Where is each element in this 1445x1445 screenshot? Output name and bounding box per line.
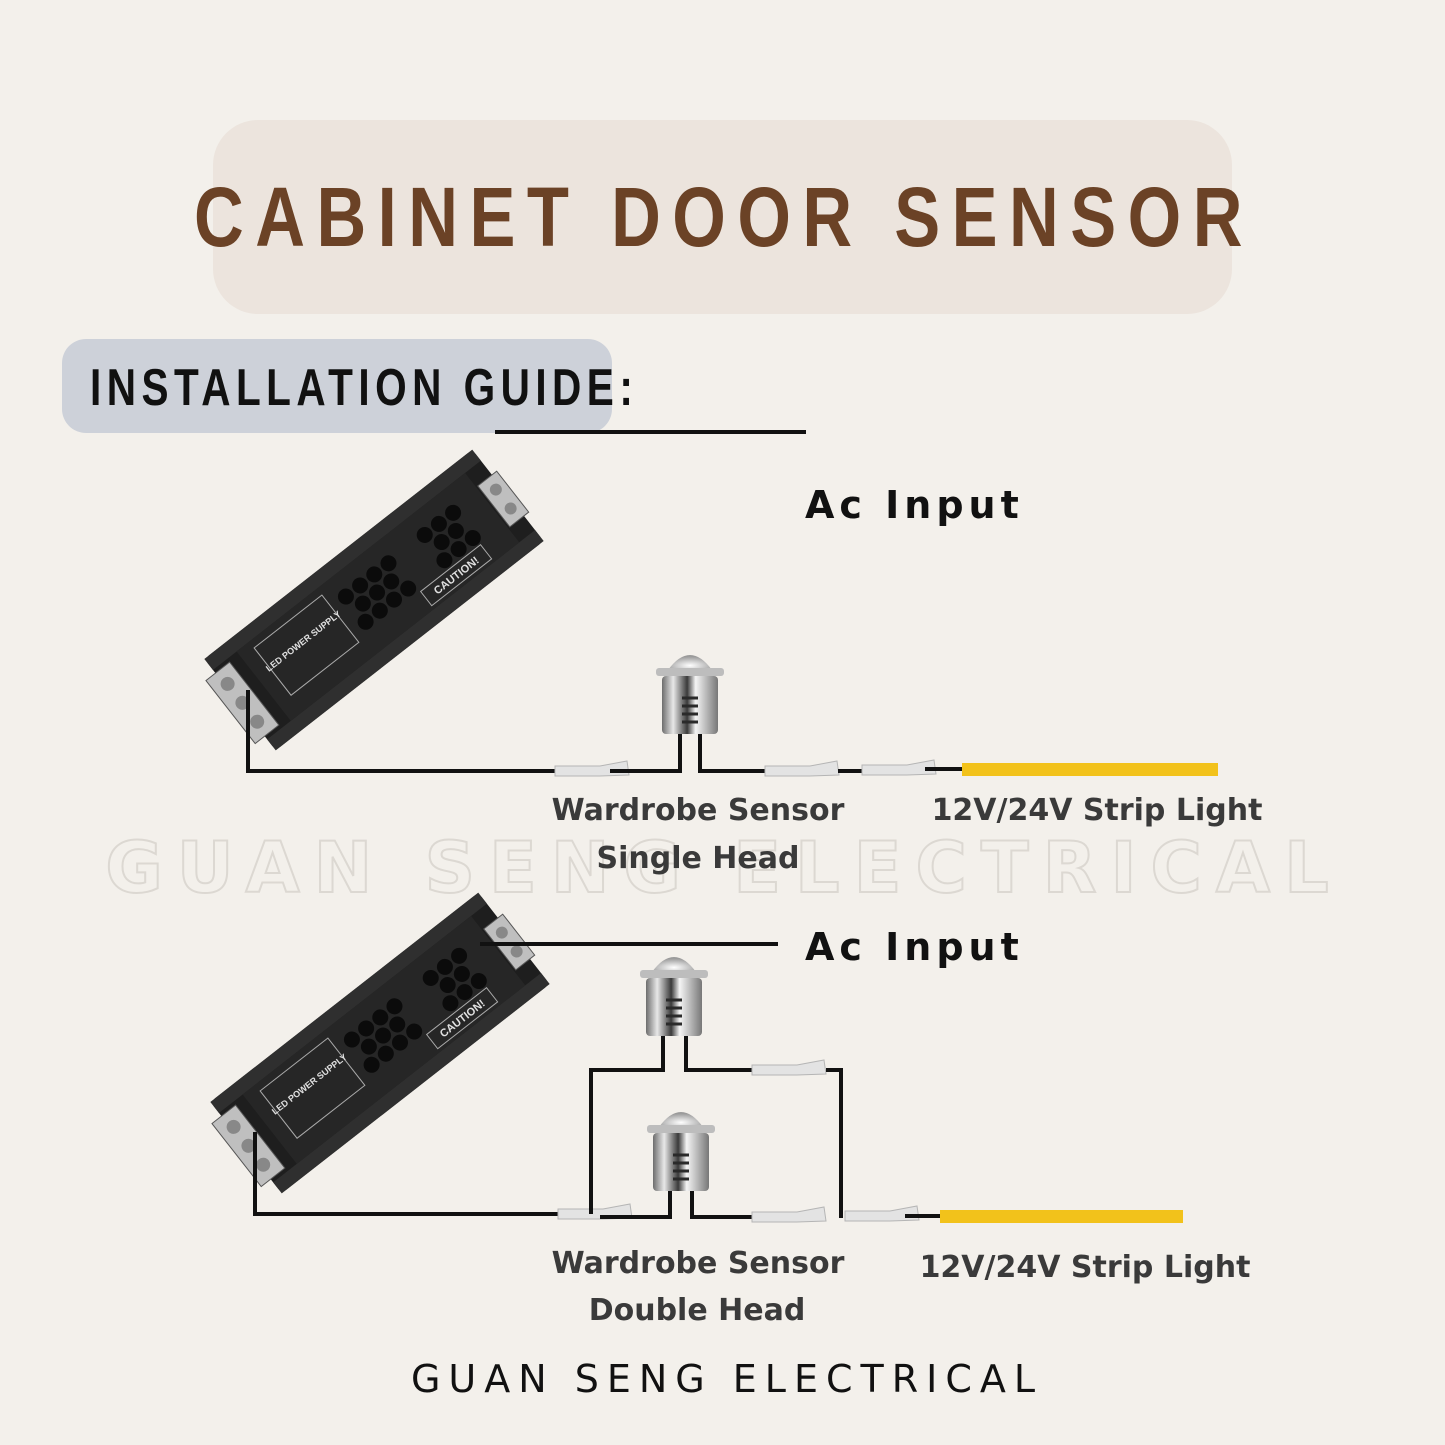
diagram-double-head: LED POWER SUPPLY CAUTION! Ac Input Wardr… [200,888,1251,1328]
sensor-type-label: Double Head [589,1293,806,1328]
ac-input-label: Ac Input [805,483,1024,527]
ac-input-label: Ac Input [805,925,1024,969]
sensor-type-label: Single Head [597,841,800,876]
wire [246,690,555,773]
strip-light-icon [940,1210,1183,1223]
sensor-label: Wardrobe Sensor [552,793,845,828]
strip-light-label: 12V/24V Strip Light [932,793,1263,828]
power-supply-icon: LED POWER SUPPLY CAUTION! [194,445,549,759]
page-title: CABINET DOOR SENSOR [194,171,1254,265]
strip-light-label: 12V/24V Strip Light [920,1250,1251,1285]
section-label-box [62,339,612,433]
strip-light-icon [962,763,1218,776]
title-box [213,120,1232,314]
watermark: GUAN SENG ELECTRICAL [105,827,1342,909]
sensor-label: Wardrobe Sensor [552,1246,845,1281]
power-supply-icon: LED POWER SUPPLY CAUTION! [200,888,555,1202]
section-label: INSTALLATION GUIDE: [90,358,638,416]
footer-brand: GUAN SENG ELECTRICAL [411,1357,1043,1401]
diagram-single-head: LED POWER SUPPLY CAUTION! Ac Input Wardr… [194,445,1263,876]
